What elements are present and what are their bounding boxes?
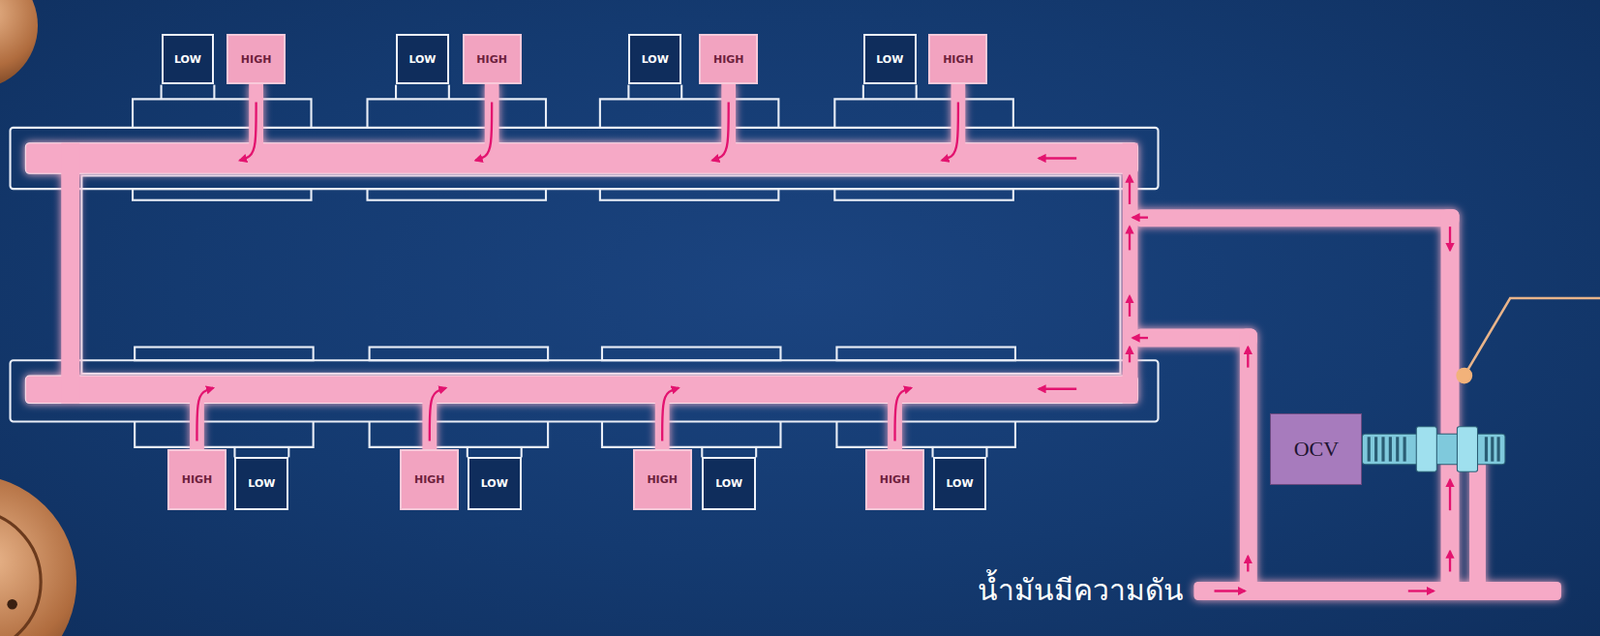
box-label: HIGH bbox=[476, 53, 508, 66]
high-box: HIGH bbox=[698, 33, 758, 86]
box-label: HIGH bbox=[241, 53, 272, 66]
ocv-spool bbox=[1361, 426, 1506, 472]
high-box: HIGH bbox=[167, 449, 227, 511]
box-label: LOW bbox=[408, 53, 436, 66]
box-label: HIGH bbox=[942, 53, 974, 66]
low-box: LOW bbox=[933, 456, 988, 511]
low-box: LOW bbox=[161, 33, 215, 86]
low-box: LOW bbox=[863, 33, 917, 86]
box-label: LOW bbox=[174, 53, 202, 66]
box-label: LOW bbox=[875, 53, 904, 66]
pressure-oil-label: น้ำมันมีความดัน bbox=[977, 567, 1184, 613]
low-box: LOW bbox=[234, 456, 289, 511]
box-label: OCV bbox=[1294, 436, 1339, 462]
box-label: LOW bbox=[945, 477, 973, 490]
high-box: HIGH bbox=[928, 33, 988, 86]
high-box: HIGH bbox=[462, 33, 522, 86]
low-box: LOW bbox=[395, 33, 450, 86]
box-label: HIGH bbox=[181, 473, 213, 486]
box-label: HIGH bbox=[713, 53, 745, 66]
box-label: LOW bbox=[641, 53, 669, 66]
low-box: LOW bbox=[467, 456, 522, 511]
box-label: LOW bbox=[481, 477, 509, 490]
high-box: HIGH bbox=[399, 449, 459, 511]
box-label: LOW bbox=[247, 477, 275, 490]
box-label: LOW bbox=[715, 477, 743, 490]
oil-passage bbox=[25, 84, 1562, 601]
leader-line bbox=[1455, 298, 1600, 385]
low-box: LOW bbox=[628, 33, 682, 86]
box-label: HIGH bbox=[879, 473, 911, 486]
high-box: HIGH bbox=[226, 33, 286, 86]
flow-arrow bbox=[196, 102, 1450, 592]
low-box: LOW bbox=[701, 456, 756, 511]
box-label: HIGH bbox=[646, 473, 678, 486]
box-label: HIGH bbox=[414, 473, 446, 486]
high-box: HIGH bbox=[865, 449, 925, 511]
ocv-box: OCV bbox=[1269, 413, 1362, 485]
housing-outline bbox=[10, 85, 1159, 458]
high-box: HIGH bbox=[633, 449, 693, 511]
